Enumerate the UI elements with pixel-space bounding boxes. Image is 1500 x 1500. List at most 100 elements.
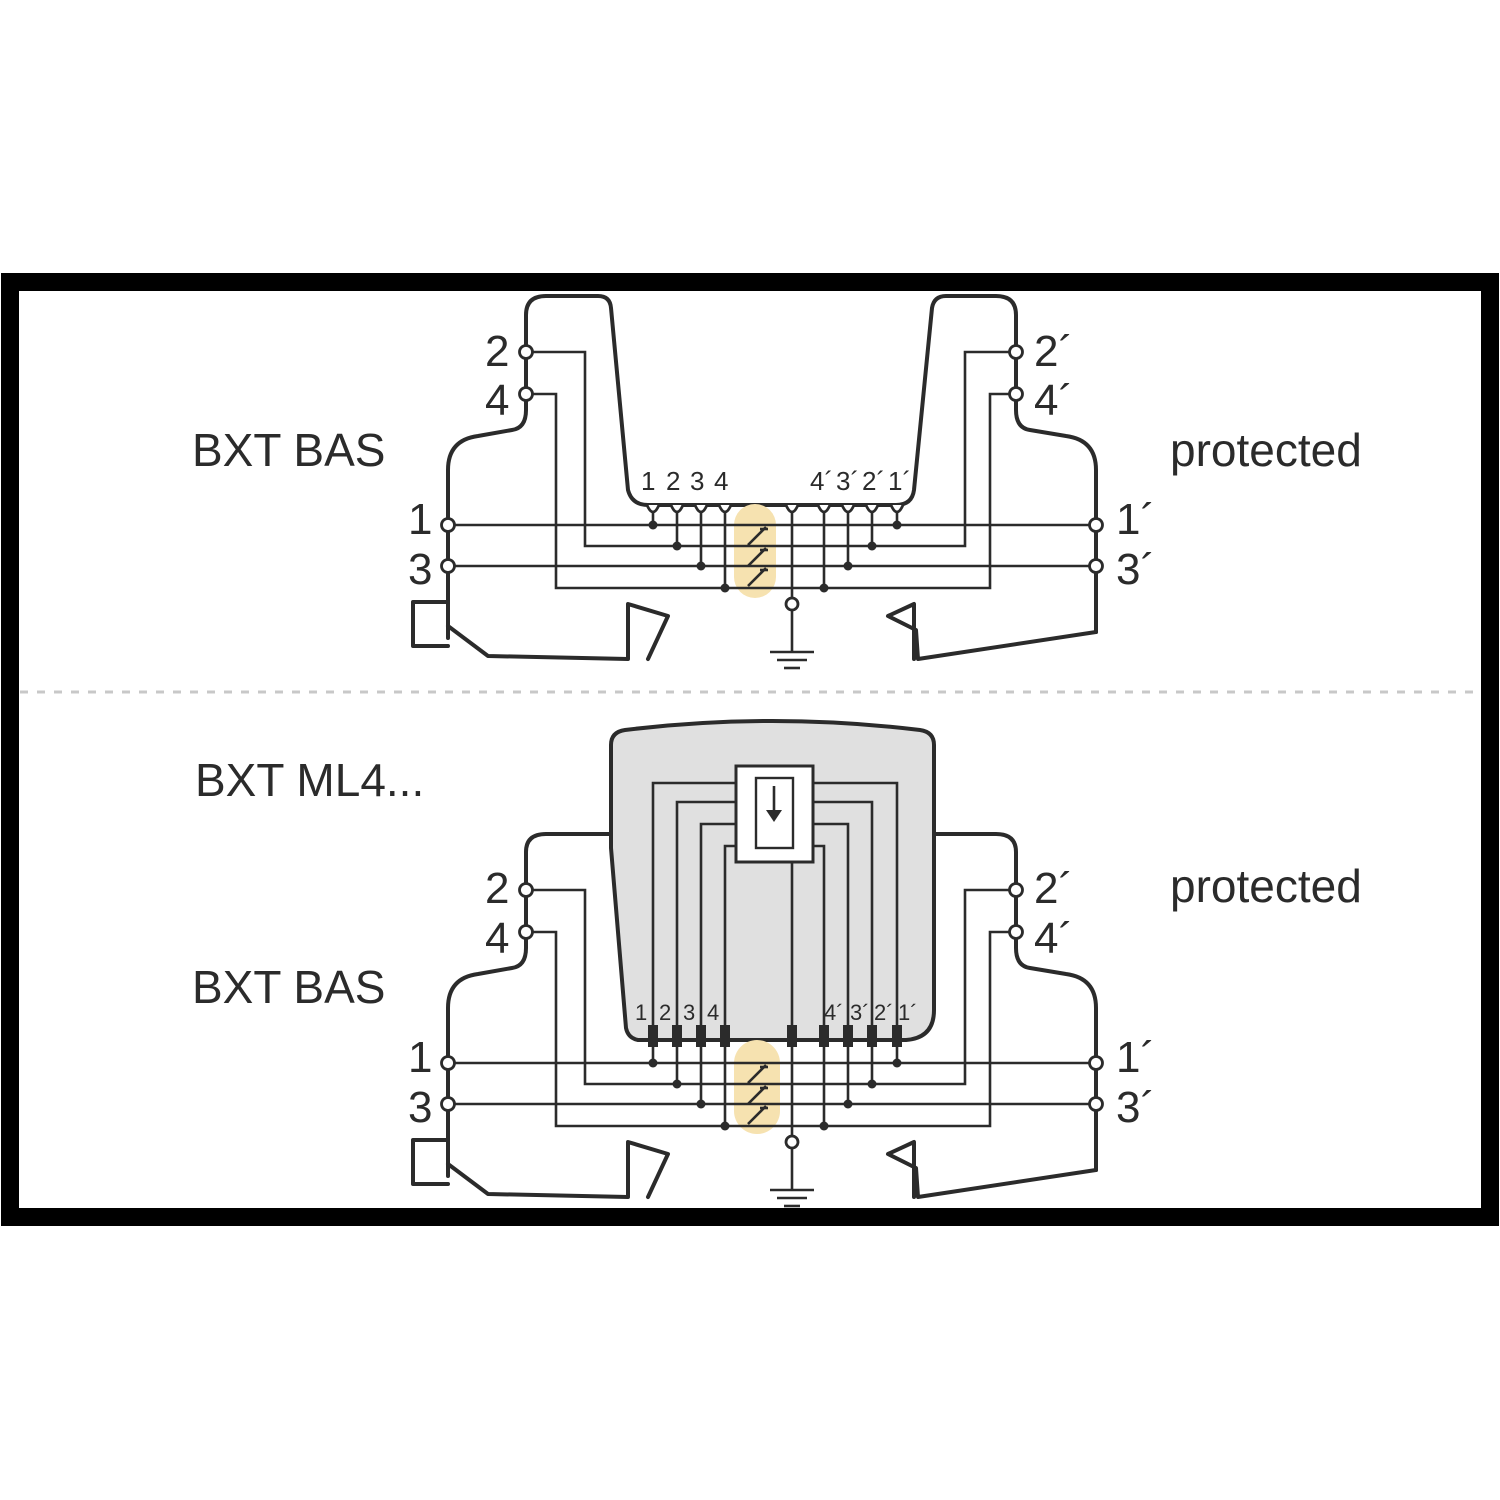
ground-node — [784, 1134, 800, 1150]
junction-dots — [648, 1058, 902, 1131]
terminal-circle — [518, 344, 534, 360]
pin-label-4-prime: 4´ — [810, 466, 833, 496]
plug-connector — [696, 1025, 706, 1047]
module-label: BXT ML4... — [195, 754, 424, 806]
bottom-panel: BXT ML4... BXT BAS protected 2 4 1 3 2´ … — [192, 719, 1362, 1208]
module-line-4-prime — [813, 844, 826, 1025]
socket-pin — [693, 504, 709, 514]
terminal-circle — [1008, 924, 1024, 940]
pin-label-3-prime: 3´ — [836, 466, 859, 496]
socket-pin — [840, 504, 856, 514]
protected-label: protected — [1170, 424, 1362, 476]
line-4 — [526, 392, 1016, 590]
din-clip-left — [411, 600, 670, 661]
pin-label-3: 3 — [683, 1000, 695, 1025]
module-line-1 — [651, 781, 736, 1025]
ground-node — [784, 596, 800, 612]
terminal-circle — [440, 1096, 456, 1112]
terminal-circle — [518, 386, 534, 402]
terminal-label-2: 2 — [485, 327, 509, 376]
ground-symbol — [770, 1134, 814, 1208]
plug-connector — [819, 1025, 829, 1047]
socket-pin — [784, 504, 800, 514]
housing-outline — [446, 832, 1098, 1178]
junction-dot — [696, 1099, 706, 1109]
junction-dot — [648, 1058, 658, 1068]
pin-label-1: 1 — [641, 466, 655, 496]
socket-pin — [816, 504, 832, 514]
terminal-circle — [1008, 882, 1024, 898]
terminal-label-4: 4 — [485, 914, 509, 963]
junction-dot — [843, 561, 853, 571]
plug-connector — [843, 1025, 853, 1047]
internal-wiring — [448, 888, 1096, 1190]
pin-label-4: 4 — [714, 466, 728, 496]
plug-connector — [648, 1025, 658, 1047]
module-wiring — [651, 764, 899, 1025]
terminal-label-1-prime: 1´ — [1116, 495, 1155, 544]
junction-dot — [867, 1079, 877, 1089]
junction-dot — [819, 1121, 829, 1131]
line-2 — [526, 888, 1016, 1086]
terminal-markers — [440, 344, 1104, 574]
line-4 — [526, 930, 1016, 1128]
terminal-label-4: 4 — [485, 376, 509, 425]
module-line-1-prime — [813, 781, 899, 1025]
terminal-label-1: 1 — [408, 1033, 432, 1082]
gas-tube-highlight — [734, 1040, 780, 1134]
line-2 — [526, 350, 1016, 548]
gas-tube-highlight — [734, 504, 776, 598]
plug-connector — [720, 1025, 730, 1047]
terminal-label-1-prime: 1´ — [1116, 1033, 1155, 1082]
junction-dot — [720, 1121, 730, 1131]
module-line-2 — [675, 800, 736, 1025]
module-line-3 — [699, 822, 736, 1025]
terminal-circle — [440, 1055, 456, 1071]
junction-dot — [819, 583, 829, 593]
terminal-label-3: 3 — [408, 545, 432, 594]
module-connectors — [648, 1025, 902, 1047]
din-clip-left — [411, 1138, 670, 1199]
junction-dot — [720, 583, 730, 593]
current-arrow-head — [766, 810, 782, 822]
pin-label-4: 4 — [707, 1000, 719, 1025]
din-clip-right — [886, 1140, 1098, 1199]
pin-label-2: 2 — [659, 1000, 671, 1025]
terminal-circle — [1088, 1096, 1104, 1112]
junction-dot — [696, 561, 706, 571]
module-line-2-prime — [813, 800, 874, 1025]
terminal-label-3: 3 — [408, 1083, 432, 1132]
pin-label-1: 1 — [635, 1000, 647, 1025]
protected-label: protected — [1170, 860, 1362, 912]
terminal-circle — [1088, 558, 1104, 574]
din-clip-right — [886, 602, 1098, 661]
terminal-label-3-prime: 3´ — [1116, 545, 1155, 594]
pin-label-2-prime: 2´ — [874, 1000, 894, 1025]
junction-dot — [672, 1079, 682, 1089]
terminal-markers — [440, 882, 1104, 1112]
pin-label-2-prime: 2´ — [862, 466, 885, 496]
terminal-circle — [1008, 386, 1024, 402]
terminal-label-2-prime: 2´ — [1034, 327, 1073, 376]
pin-label-3-prime: 3´ — [850, 1000, 870, 1025]
device-label: BXT BAS — [192, 961, 385, 1013]
terminal-label-2: 2 — [485, 864, 509, 913]
pin-label-3: 3 — [690, 466, 704, 496]
terminal-circle — [518, 924, 534, 940]
arrester-switches — [747, 526, 768, 587]
terminal-circle — [440, 558, 456, 574]
socket-pin — [645, 504, 661, 514]
pin-label-4-prime: 4´ — [824, 1000, 844, 1025]
junction-dot — [892, 1058, 902, 1068]
junction-dot — [892, 520, 902, 530]
internal-wiring — [448, 350, 1096, 652]
socket-pin — [717, 504, 733, 514]
terminal-label-1: 1 — [408, 495, 432, 544]
pin-label-2: 2 — [666, 466, 680, 496]
terminal-circle — [1088, 1055, 1104, 1071]
terminal-circle — [1008, 344, 1024, 360]
junction-dots — [648, 520, 902, 593]
socket-pin — [889, 504, 905, 514]
socket-pin — [669, 504, 685, 514]
terminal-label-4-prime: 4´ — [1034, 376, 1073, 425]
